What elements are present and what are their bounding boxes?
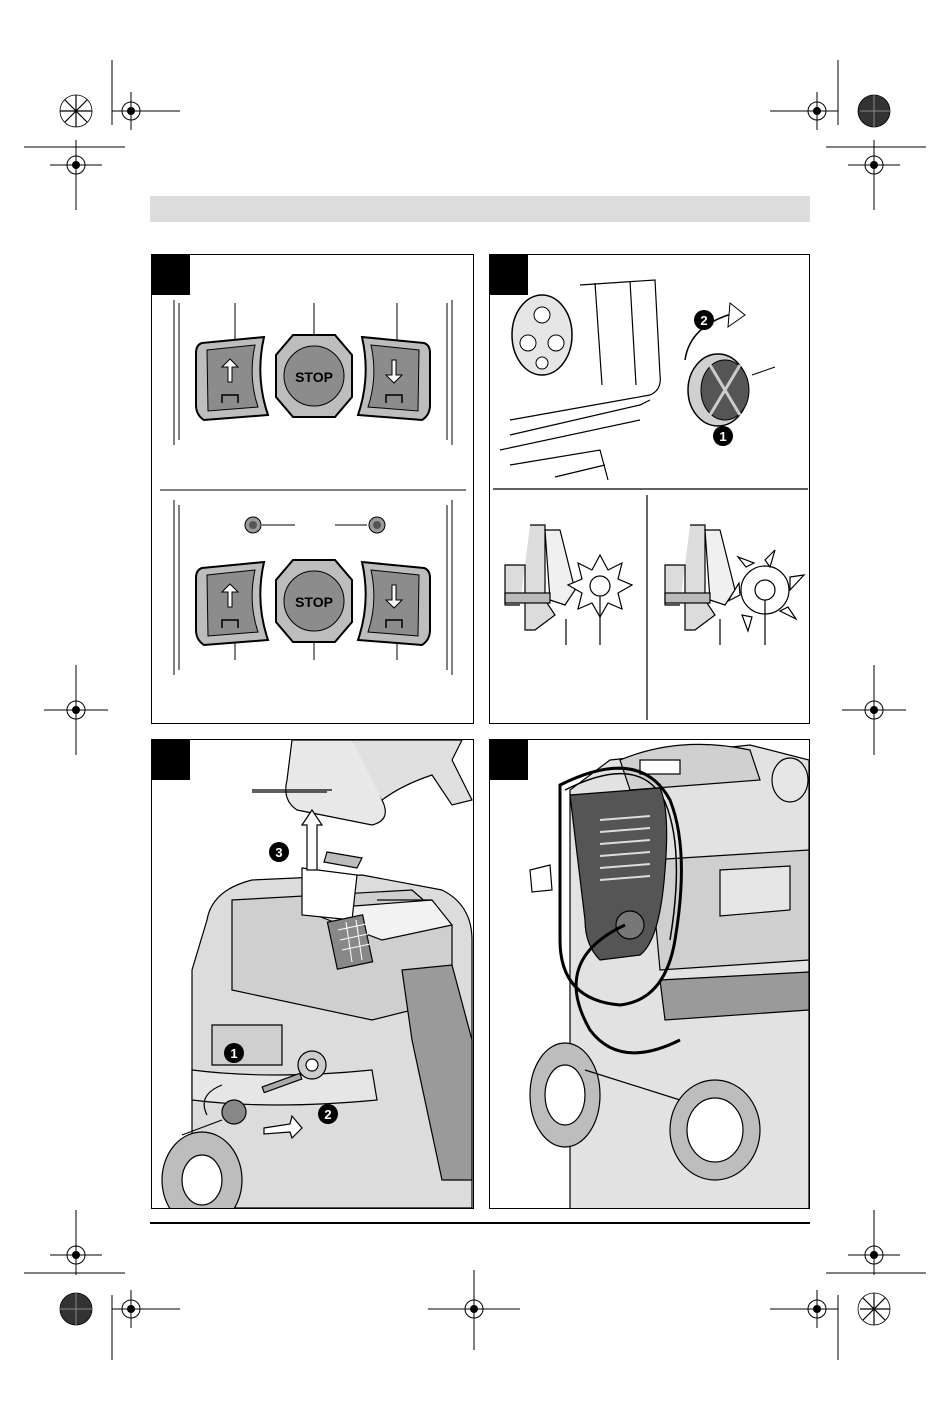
mechanism-detail-b [665,525,804,645]
header-bar [150,196,810,222]
filter-change-illustration: 3 1 2 [152,740,473,1208]
figure-panel-controls: STOP STOP [151,254,474,724]
step-2-marker: 2 [318,1104,338,1124]
step-1-marker: 1 [224,1043,244,1063]
step-3-label: 3 [275,845,282,860]
cable-storage-illustration [490,740,809,1208]
knob-illustration: 2 1 [490,255,809,723]
footer-rule [150,1222,810,1224]
step-1-label: 1 [230,1046,237,1061]
figure-panel-knob: 2 1 [489,254,810,724]
step-2-marker: 2 [694,310,714,330]
figure-panel-cable-storage [489,739,810,1209]
step-1-label: 1 [719,429,726,444]
mechanism-detail-a [505,525,632,645]
knob-left [512,295,572,375]
step-3-marker: 3 [269,842,289,862]
step-2-label: 2 [324,1107,331,1122]
step-1-marker: 1 [713,426,733,446]
stop-label-lower: STOP [295,594,333,610]
figure-panel-filter-change: 3 1 2 [151,739,474,1209]
controls-illustration: STOP STOP [152,255,473,723]
stop-label-upper: STOP [295,369,333,385]
step-2-label: 2 [700,313,707,328]
